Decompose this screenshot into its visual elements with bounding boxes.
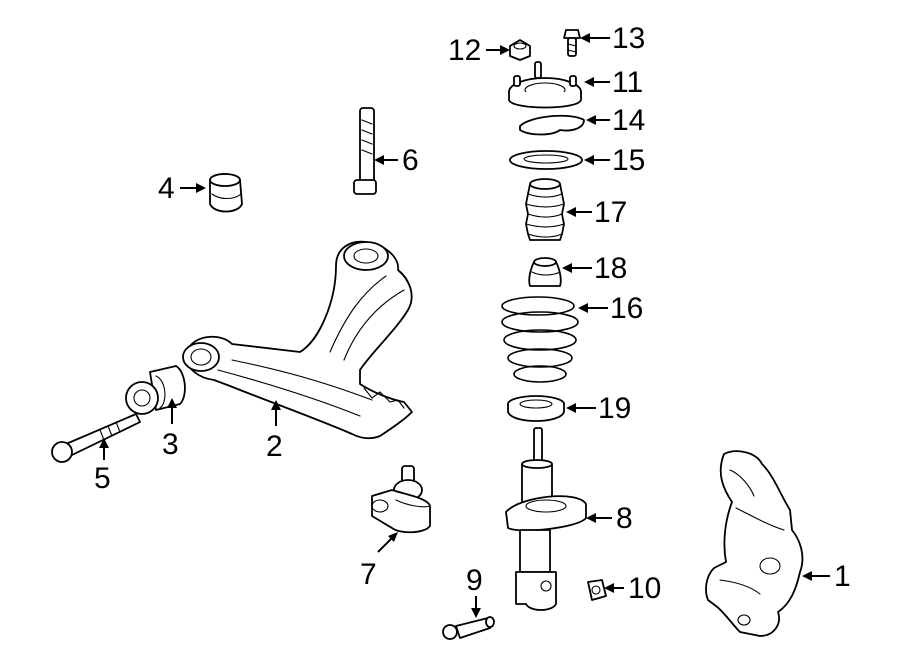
callout-1: 1 bbox=[834, 560, 851, 593]
control-arm-bushing[interactable] bbox=[125, 365, 186, 415]
callout-19: 19 bbox=[598, 392, 631, 425]
long-bolt[interactable] bbox=[353, 107, 377, 195]
callout-7: 7 bbox=[360, 558, 377, 591]
ball-joint[interactable] bbox=[371, 465, 431, 534]
callout-17: 17 bbox=[594, 196, 627, 229]
strut-stud[interactable] bbox=[442, 616, 495, 640]
jounce-bumper[interactable] bbox=[528, 257, 562, 287]
steering-knuckle[interactable] bbox=[705, 450, 804, 637]
lower-insulator[interactable] bbox=[507, 395, 565, 422]
callout-6: 6 bbox=[402, 144, 419, 177]
callout-12: 12 bbox=[448, 34, 481, 67]
strut-nut[interactable] bbox=[587, 579, 607, 601]
callout-14: 14 bbox=[612, 104, 645, 137]
callout-15: 15 bbox=[612, 144, 645, 177]
top-nut[interactable] bbox=[509, 39, 531, 61]
coil-spring[interactable] bbox=[501, 296, 579, 383]
callout-11: 11 bbox=[612, 66, 643, 99]
spring-seat[interactable] bbox=[509, 150, 583, 170]
callout-8: 8 bbox=[616, 502, 633, 535]
upper-insulator[interactable] bbox=[519, 114, 585, 136]
mount-bolt[interactable] bbox=[563, 29, 581, 57]
callout-10: 10 bbox=[628, 572, 661, 605]
dust-boot[interactable] bbox=[525, 178, 565, 241]
callout-labels: 12 13 11 14 15 17 18 16 19 8 10 9 1 7 2 … bbox=[94, 22, 851, 605]
rear-bushing[interactable] bbox=[209, 173, 243, 213]
leader-arrows bbox=[99, 33, 830, 618]
callout-4: 4 bbox=[158, 172, 175, 205]
callout-2: 2 bbox=[266, 430, 283, 463]
callout-5: 5 bbox=[94, 462, 111, 495]
callout-16: 16 bbox=[610, 292, 643, 325]
callout-18: 18 bbox=[594, 252, 627, 285]
callout-9: 9 bbox=[466, 564, 483, 597]
strut-assembly[interactable] bbox=[505, 427, 587, 611]
callout-13: 13 bbox=[612, 22, 645, 55]
control-arm-bolt[interactable] bbox=[51, 413, 141, 463]
callout-3: 3 bbox=[162, 428, 179, 461]
lower-control-arm[interactable] bbox=[182, 240, 413, 440]
strut-mount[interactable] bbox=[508, 61, 582, 109]
